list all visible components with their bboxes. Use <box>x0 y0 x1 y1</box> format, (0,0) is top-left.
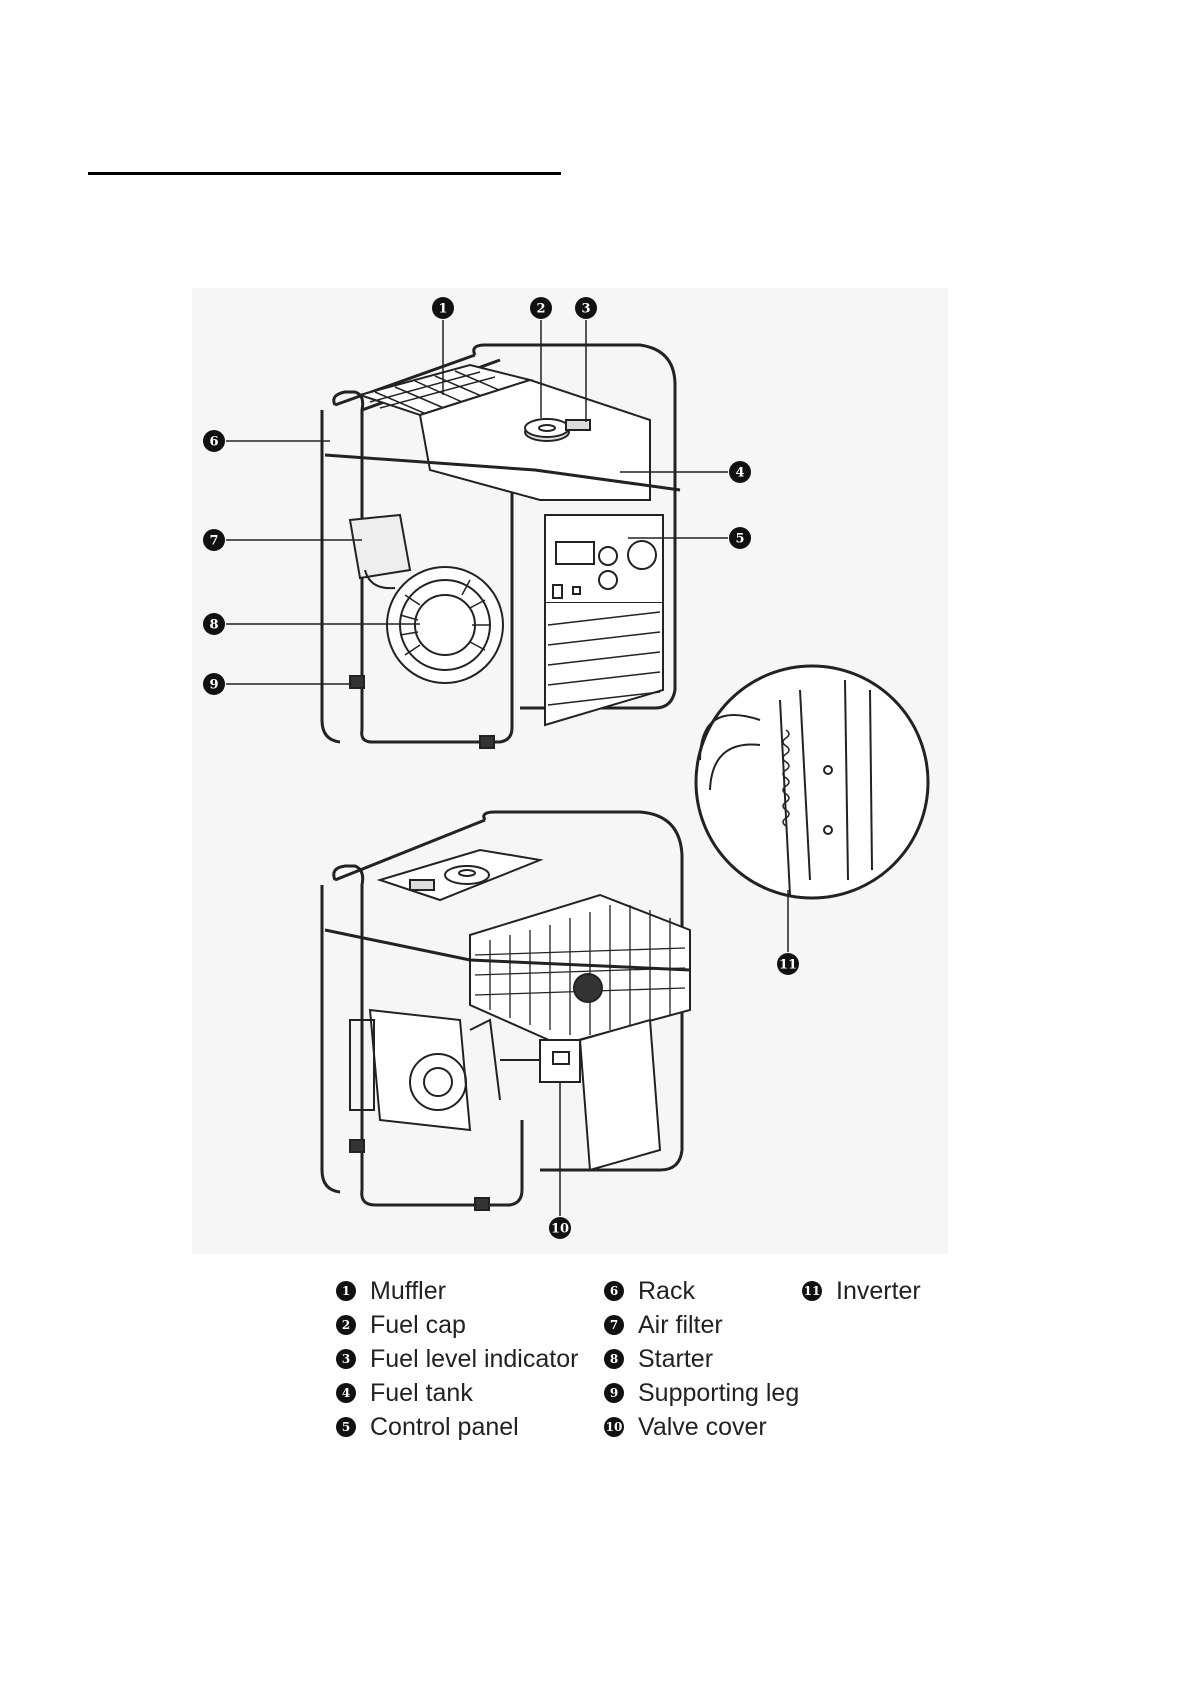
legend-item: 6 Rack <box>604 1276 695 1306</box>
legend-item: 1 Muffler <box>336 1276 446 1306</box>
callout-number: 11 <box>779 958 797 973</box>
callout-marker-6: 6 <box>203 430 225 452</box>
legend-item: 7 Air filter <box>604 1310 723 1340</box>
legend-item: 3 Fuel level indicator <box>336 1344 578 1374</box>
legend-item: 10 Valve cover <box>604 1412 767 1442</box>
legend-label: Fuel level indicator <box>370 1345 578 1374</box>
legend-label: Muffler <box>370 1277 446 1306</box>
callout-marker-9: 9 <box>203 673 225 695</box>
legend-label: Rack <box>638 1277 695 1306</box>
parts-legend: 1 Muffler 2 Fuel cap 3 Fuel level indica… <box>336 1276 956 1456</box>
callout-marker-3: 3 <box>575 297 597 319</box>
callout-number-badge: 8 <box>604 1349 624 1369</box>
callout-number: 4 <box>735 466 744 481</box>
callout-number: 1 <box>438 302 447 317</box>
callout-number: 7 <box>209 534 218 549</box>
callout-number-badge: 5 <box>336 1417 356 1437</box>
callout-number: 8 <box>209 618 218 633</box>
callout-marker-11: 11 <box>777 953 799 975</box>
callout-marker-5: 5 <box>729 527 751 549</box>
callout-marker-1: 1 <box>432 297 454 319</box>
legend-item: 9 Supporting leg <box>604 1378 799 1408</box>
legend-label: Inverter <box>836 1277 921 1306</box>
callout-marker-8: 8 <box>203 613 225 635</box>
callout-number: 2 <box>536 302 545 317</box>
callout-number-badge: 2 <box>336 1315 356 1335</box>
legend-item: 2 Fuel cap <box>336 1310 466 1340</box>
callout-number-badge: 7 <box>604 1315 624 1335</box>
legend-label: Air filter <box>638 1311 723 1340</box>
callout-number-badge: 6 <box>604 1281 624 1301</box>
legend-item: 4 Fuel tank <box>336 1378 473 1408</box>
callout-number-badge: 1 <box>336 1281 356 1301</box>
callout-number-badge: 10 <box>604 1417 624 1437</box>
callout-marker-2: 2 <box>530 297 552 319</box>
generator-front-view <box>322 345 680 748</box>
callout-number: 3 <box>581 302 590 317</box>
legend-label: Fuel cap <box>370 1311 466 1340</box>
generator-rear-view <box>322 812 690 1210</box>
callout-marker-4: 4 <box>729 461 751 483</box>
callout-number-badge: 3 <box>336 1349 356 1369</box>
legend-label: Fuel tank <box>370 1379 473 1408</box>
legend-item: 8 Starter <box>604 1344 713 1374</box>
callout-number-badge: 9 <box>604 1383 624 1403</box>
callout-number: 6 <box>209 435 218 450</box>
callout-number: 9 <box>209 678 218 693</box>
legend-label: Supporting leg <box>638 1379 799 1408</box>
callout-marker-10: 10 <box>549 1217 571 1239</box>
callout-number: 5 <box>735 532 744 547</box>
callout-number: 10 <box>551 1222 569 1237</box>
legend-item: 11 Inverter <box>802 1276 921 1306</box>
callout-number-badge: 4 <box>336 1383 356 1403</box>
legend-item: 5 Control panel <box>336 1412 519 1442</box>
inverter-detail-inset <box>696 666 928 898</box>
legend-label: Control panel <box>370 1413 519 1442</box>
legend-label: Valve cover <box>638 1413 767 1442</box>
callout-number-badge: 11 <box>802 1281 822 1301</box>
callout-marker-7: 7 <box>203 529 225 551</box>
legend-label: Starter <box>638 1345 713 1374</box>
